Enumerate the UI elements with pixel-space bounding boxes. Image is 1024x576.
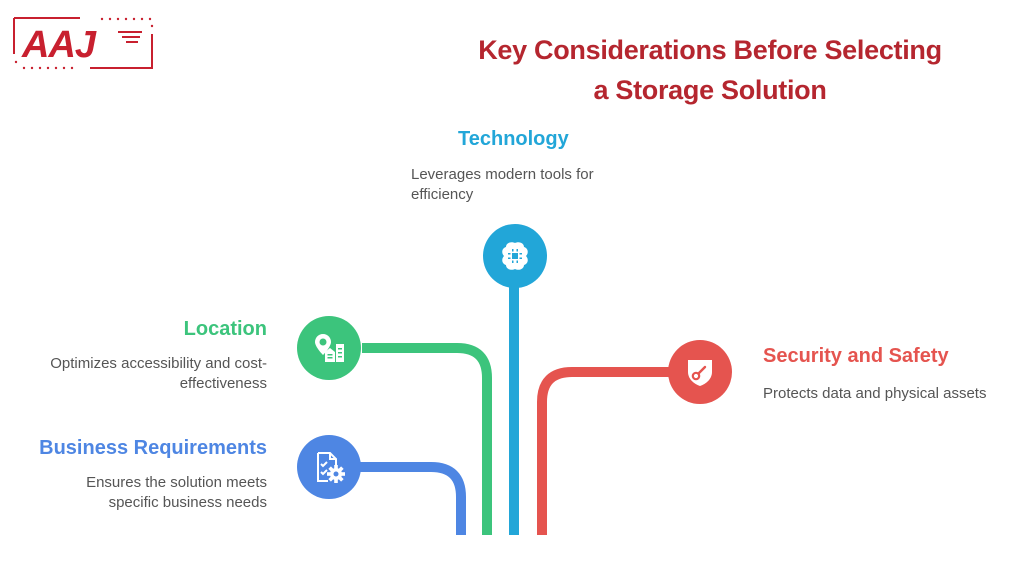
business-heading: Business Requirements: [39, 437, 267, 459]
location-node: [297, 316, 361, 380]
page-title: Key Considerations Before Selecting a St…: [420, 30, 1000, 110]
title-line-2: a Storage Solution: [593, 75, 827, 105]
security-node: [668, 340, 732, 404]
shield-key-icon: [688, 360, 712, 386]
checklist-gear-icon: [317, 452, 345, 483]
location-heading: Location: [183, 318, 267, 340]
location-building-icon: [315, 334, 344, 362]
location-connector: [362, 343, 492, 535]
svg-text:AAJ: AAJ: [21, 24, 97, 66]
brain-chip-icon: [502, 242, 528, 270]
technology-heading: Technology: [458, 128, 569, 150]
logo-mark-icon: AAJ: [13, 17, 154, 70]
technology-description: Leverages modern tools for efficiency: [411, 166, 594, 203]
technology-node: [483, 224, 547, 288]
aaj-logo: AAJ: [10, 14, 156, 70]
business-connector: [360, 462, 466, 535]
business-description: Ensures the solution meets specific busi…: [86, 474, 267, 511]
title-line-1: Key Considerations Before Selecting: [478, 35, 942, 65]
security-heading: Security and Safety: [763, 345, 949, 367]
security-description: Protects data and physical assets: [763, 385, 987, 402]
business-node: [297, 435, 361, 499]
location-description: Optimizes accessibility and cost- effect…: [50, 355, 267, 392]
security-connector: [537, 367, 670, 535]
